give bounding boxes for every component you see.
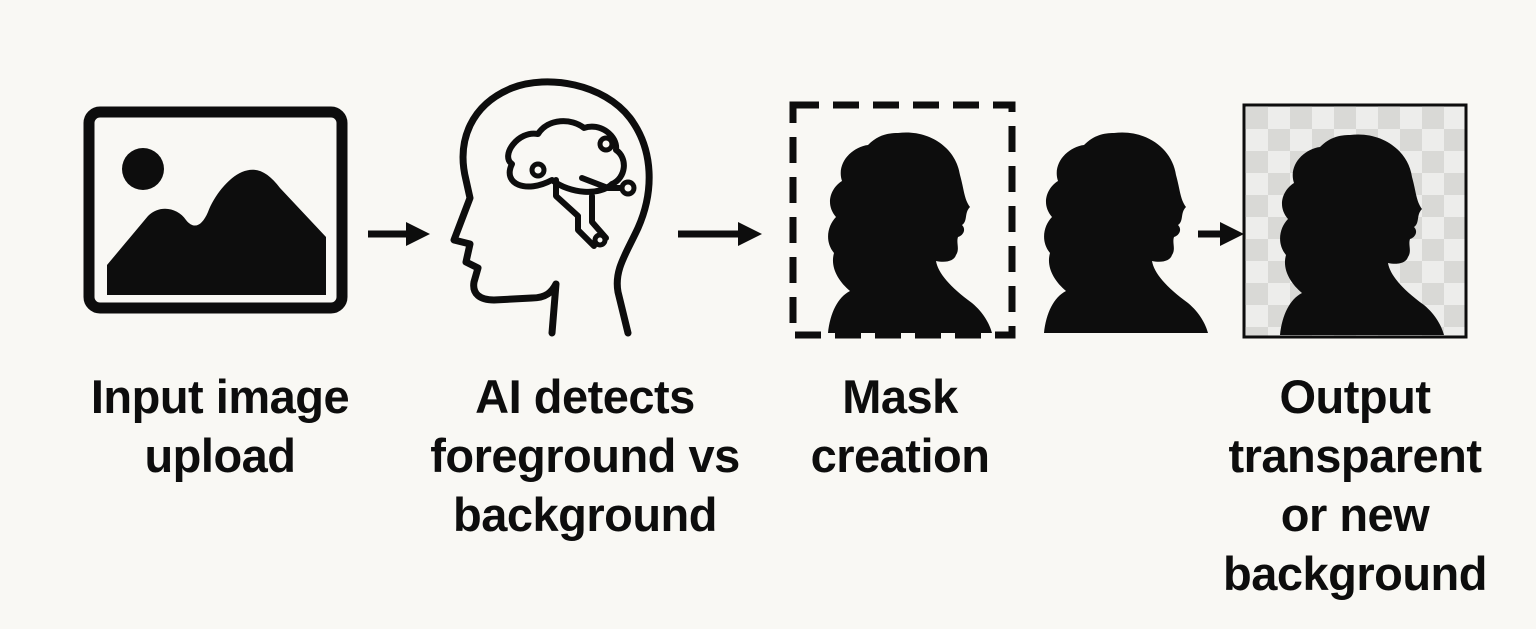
- step-label-input: Input image upload: [90, 370, 350, 482]
- masked-silhouette-icon: [789, 101, 1016, 339]
- step-label-mask: Mask creation: [810, 370, 990, 482]
- brain-head-icon: [450, 78, 653, 337]
- step-label-detect: AI detects foreground vs background: [430, 370, 740, 541]
- image-icon: [83, 106, 348, 314]
- arrow-right-icon: [678, 222, 762, 246]
- step-label-output: Output transparent or new background: [1223, 370, 1487, 600]
- arrow-right-icon: [368, 222, 430, 246]
- silhouette-icon: [1044, 132, 1208, 333]
- transparent-silhouette-icon: [1242, 103, 1468, 339]
- arrow-right-icon: [1198, 222, 1244, 246]
